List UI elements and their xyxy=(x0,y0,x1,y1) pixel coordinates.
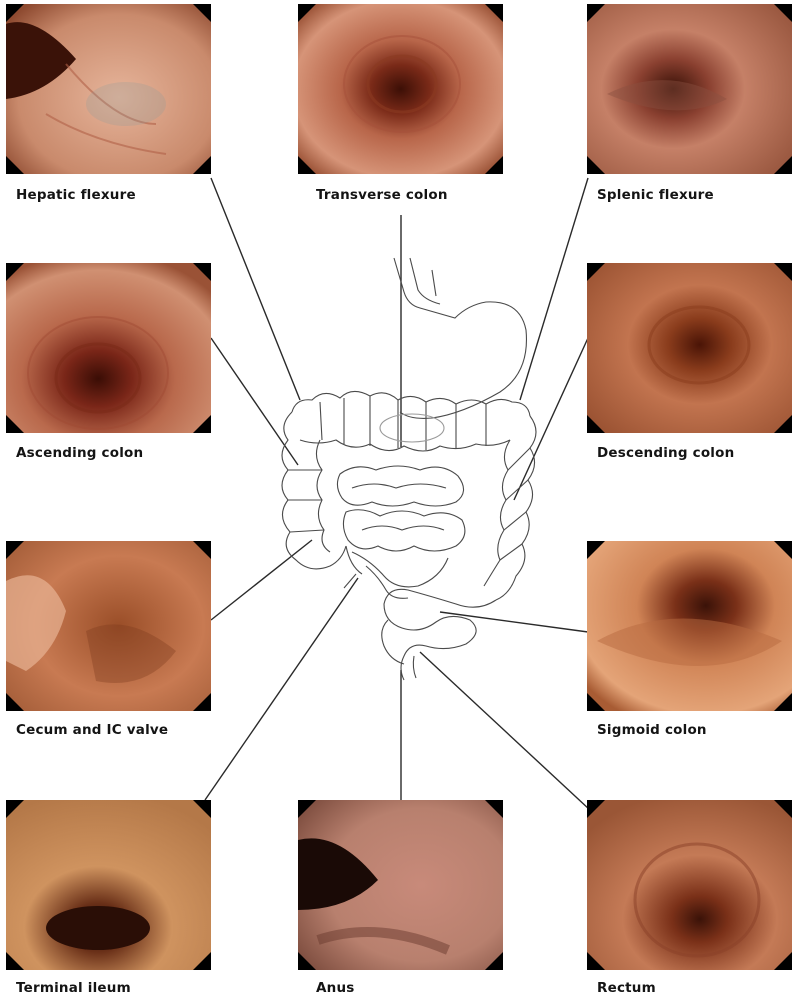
panel-rectum xyxy=(587,800,792,970)
label-descending-colon: Descending colon xyxy=(597,445,735,461)
leader-line-descending-colon xyxy=(513,337,589,501)
endoscopy-image-descending-colon xyxy=(587,263,792,433)
ascending-colon-outline xyxy=(281,411,347,570)
label-transverse-colon: Transverse colon xyxy=(316,187,448,203)
label-hepatic-flexure: Hepatic flexure xyxy=(16,187,136,203)
endoscopy-image-splenic-flexure xyxy=(587,4,792,174)
small-intestine-outline xyxy=(336,465,465,507)
panel-splenic-flexure xyxy=(587,4,792,174)
panel-sigmoid-colon xyxy=(587,541,792,711)
endoscopy-image-ascending-colon xyxy=(6,263,211,433)
leader-line-ascending-colon xyxy=(210,337,299,466)
label-anus: Anus xyxy=(316,980,355,996)
organ-outline xyxy=(281,257,537,681)
endoscopy-image-rectum xyxy=(587,800,792,970)
sigmoid-rectum-outline xyxy=(383,588,497,681)
endoscopy-image-terminal-ileum xyxy=(6,800,211,970)
panel-hepatic-flexure xyxy=(6,4,211,174)
endoscopy-image-sigmoid-colon xyxy=(587,541,792,711)
stomach-outline xyxy=(393,257,528,419)
leader-line-hepatic-flexure xyxy=(210,177,301,401)
panel-anus xyxy=(298,800,503,970)
panel-descending-colon xyxy=(587,263,792,433)
leader-line-splenic-flexure xyxy=(519,177,589,401)
panel-ascending-colon xyxy=(6,263,211,433)
label-ascending-colon: Ascending colon xyxy=(16,445,144,461)
label-sigmoid-colon: Sigmoid colon xyxy=(597,722,707,738)
panel-transverse-colon xyxy=(298,4,503,174)
panel-terminal-ileum xyxy=(6,800,211,970)
panel-cecum-ic-valve xyxy=(6,541,211,711)
endoscopy-image-anus xyxy=(298,800,503,970)
leader-line-sigmoid-colon xyxy=(439,611,589,633)
endoscopy-image-transverse-colon xyxy=(298,4,503,174)
endoscopy-image-cecum-ic-valve xyxy=(6,541,211,711)
leader-line-cecum xyxy=(210,539,313,621)
endoscopy-image-hepatic-flexure xyxy=(6,4,211,174)
leader-line-terminal-ileum xyxy=(204,577,359,801)
label-rectum: Rectum xyxy=(597,980,656,996)
label-terminal-ileum: Terminal ileum xyxy=(16,980,131,996)
label-splenic-flexure: Splenic flexure xyxy=(597,187,714,203)
leader-line-rectum xyxy=(419,651,591,811)
transverse-colon-outline xyxy=(291,390,531,417)
label-cecum-ic-valve: Cecum and IC valve xyxy=(16,722,169,738)
